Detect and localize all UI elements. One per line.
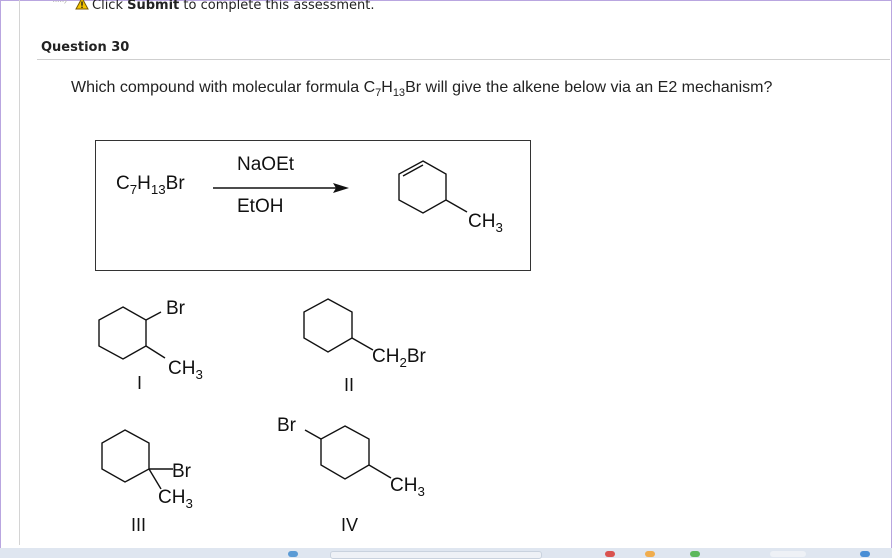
product-ch: CH [468,211,496,232]
question-text: Which compound with molecular formula C7… [71,79,772,99]
question-divider [37,59,890,60]
left-rail [19,0,20,545]
option-1-br-label: Br [166,298,185,319]
option-3-structure [101,429,173,490]
question-sub-13: 13 [392,87,406,100]
option-3-numeral: III [131,515,147,535]
question-sub-7: 7 [375,87,382,100]
notice-submit-word: Submit [127,0,180,13]
option-3-ch3-label: CH3 [158,487,193,511]
question-title: Question 30 [41,40,130,55]
option-4-structure [304,425,392,480]
option-4-numeral: IV [341,515,359,535]
warning-icon [75,0,89,14]
option-1-structure [98,306,166,360]
question-text-part1: Which compound with molecular formula C [71,79,376,96]
option-4-ch3-label: CH3 [390,475,425,499]
product-ch-sub: 3 [495,219,503,235]
reaction-scheme-box [95,140,531,271]
option-4-ch: CH [390,475,418,496]
taskbar-app-icon-2[interactable] [605,551,615,557]
option-2-numeral: II [344,375,355,395]
taskbar-app-icon-4[interactable] [690,551,700,557]
reactant-c: C [116,173,130,194]
option-2-ch-sub: 2 [399,354,407,370]
option-3-ch: CH [158,487,186,508]
reactant-h: H [137,173,151,194]
option-1-ch3-label: CH3 [168,358,203,382]
question-text-h: H [381,79,393,96]
option-2-br: Br [406,346,426,367]
option-1-ch-sub: 3 [195,366,203,382]
submit-notice: Click Submit to complete this assessment… [75,0,374,14]
question-text-part2: Br will give the alkene below via an E2 … [405,79,773,96]
taskbar-app-icon[interactable] [288,551,298,557]
taskbar-app-icon-5[interactable] [860,551,870,557]
option-1-numeral: I [137,373,143,393]
reactant-c-sub: 7 [129,181,138,197]
product-ch3-label: CH3 [468,211,503,235]
option-3-ch-sub: 3 [185,495,193,511]
option-2-ch: CH [372,346,400,367]
option-1-ch: CH [168,358,196,379]
option-2-ch2br-label: CH2Br [372,346,426,370]
reagent-naoet: NaOEt [237,154,295,175]
reactant-h-sub: 13 [150,181,166,197]
expand-arrow-icon[interactable]: ·····› [52,0,67,7]
notice-suffix: to complete this assessment. [183,0,375,13]
option-4-ch-sub: 3 [417,483,425,499]
taskbar-tray[interactable] [770,551,806,557]
taskbar-app-icon-3[interactable] [645,551,655,557]
option-3-br-label: Br [172,461,191,482]
product-cyclohexene-structure [398,160,468,214]
reactant-formula: C7H13Br [116,173,185,197]
reaction-arrow [213,183,349,193]
notice-prefix: Click [92,0,123,13]
option-4-br-label: Br [277,415,296,436]
option-2-structure [303,298,374,353]
reactant-br: Br [165,173,185,194]
reagent-etoh: EtOH [237,196,284,217]
